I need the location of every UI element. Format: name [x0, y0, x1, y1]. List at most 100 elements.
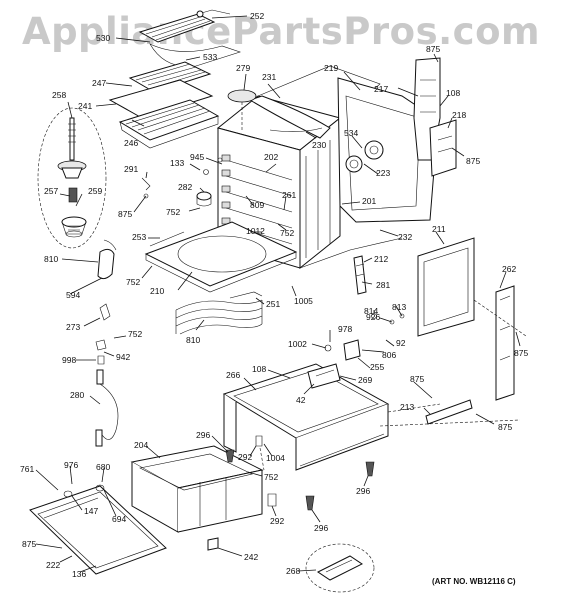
callout-212: 212: [374, 254, 388, 264]
callout-806: 806: [382, 350, 396, 360]
callout-752-e: 752: [264, 472, 278, 482]
callout-108-a: 108: [446, 88, 460, 98]
callout-875-d: 875: [514, 348, 528, 358]
back-panel: [337, 57, 457, 223]
callout-232: 232: [398, 232, 412, 242]
callout-labels: 252 530 533 247 241 246 279 231 219 875 …: [20, 11, 528, 579]
callout-42: 42: [296, 395, 306, 405]
callout-213: 213: [400, 402, 414, 412]
callout-242: 242: [244, 552, 258, 562]
callout-530: 530: [96, 33, 110, 43]
callout-534: 534: [344, 128, 358, 138]
callout-223: 223: [376, 168, 390, 178]
callout-810-a: 810: [44, 254, 58, 264]
callout-978: 978: [338, 324, 352, 334]
callout-945: 945: [190, 152, 204, 162]
callout-752-c: 752: [126, 277, 140, 287]
callout-942: 942: [116, 352, 130, 362]
callout-266: 266: [226, 370, 240, 380]
callout-976: 976: [64, 460, 78, 470]
callout-296-a: 296: [196, 430, 210, 440]
callout-809: 809: [250, 200, 264, 210]
callout-875-b: 875: [466, 156, 480, 166]
callout-875-g: 875: [22, 539, 36, 549]
callout-281: 281: [376, 280, 390, 290]
rear-panel: [417, 237, 515, 425]
callout-292-a: 292: [238, 452, 252, 462]
callout-296-c: 296: [314, 523, 328, 533]
callout-875-f: 875: [498, 422, 512, 432]
callout-279: 279: [236, 63, 250, 73]
callout-201: 201: [362, 196, 376, 206]
callout-217: 217: [374, 84, 388, 94]
latch-and-sensor-parts: [95, 239, 119, 447]
callout-810-b: 810: [186, 335, 200, 345]
callout-219: 219: [324, 63, 338, 73]
callout-252: 252: [250, 11, 264, 21]
callout-147: 147: [84, 506, 98, 516]
convection-fan-assembly: [37, 107, 107, 249]
callout-273: 273: [66, 322, 80, 332]
oven-racks: [108, 61, 220, 149]
callout-926: 926: [366, 312, 380, 322]
bake-element: [175, 291, 263, 335]
callout-875-c: 875: [118, 209, 132, 219]
bake-cover-plate: [144, 221, 298, 293]
callout-251: 251: [266, 299, 280, 309]
callout-253: 253: [132, 232, 146, 242]
callout-92: 92: [396, 338, 406, 348]
callout-875-a: 875: [426, 44, 440, 54]
callout-262: 262: [502, 264, 516, 274]
art-number: (ART NO. WB12116 C): [432, 577, 516, 586]
drawer-support-frame: [222, 363, 390, 471]
callout-752-b: 752: [280, 228, 294, 238]
callout-241: 241: [78, 101, 92, 111]
callout-594: 594: [66, 290, 80, 300]
side-bracket: [324, 255, 405, 361]
callout-108-b: 108: [252, 364, 266, 374]
callout-255: 255: [370, 362, 384, 372]
callout-268: 268: [286, 566, 300, 576]
callout-694: 694: [112, 514, 126, 524]
callout-680: 680: [96, 462, 110, 472]
callout-291: 291: [124, 164, 138, 174]
callout-210: 210: [150, 286, 164, 296]
callout-752-a: 752: [166, 207, 180, 217]
leader-lines: [35, 15, 521, 573]
callout-761: 761: [20, 464, 34, 474]
callout-998: 998: [62, 355, 76, 365]
broil-element: [138, 9, 241, 67]
callout-282: 282: [178, 182, 192, 192]
assembly-relation-lines: [259, 299, 527, 471]
callout-280: 280: [70, 390, 84, 400]
callout-296-b: 296: [356, 486, 370, 496]
callout-292-b: 292: [270, 516, 284, 526]
callout-257: 257: [44, 186, 58, 196]
callout-136: 136: [72, 569, 86, 579]
callout-533: 533: [203, 52, 217, 62]
feet-and-glides: [207, 435, 375, 593]
callout-258: 258: [52, 90, 66, 100]
callout-246: 246: [124, 138, 138, 148]
callout-247: 247: [92, 78, 106, 88]
callout-261: 261: [282, 190, 296, 200]
callout-875-e: 875: [410, 374, 424, 384]
callout-211: 211: [432, 224, 446, 234]
callout-1012: 1012: [246, 226, 265, 236]
callout-204: 204: [134, 440, 148, 450]
drawer-front-panel: [29, 484, 167, 575]
callout-1004: 1004: [266, 453, 285, 463]
callout-813: 813: [392, 302, 406, 312]
callout-231: 231: [262, 72, 276, 82]
callout-752-d: 752: [128, 329, 142, 339]
callout-259: 259: [88, 186, 102, 196]
callout-269: 269: [358, 375, 372, 385]
callout-1005: 1005: [294, 296, 313, 306]
callout-222: 222: [46, 560, 60, 570]
callout-1002: 1002: [288, 339, 307, 349]
callout-230: 230: [312, 140, 326, 150]
callout-218: 218: [452, 110, 466, 120]
callout-133: 133: [170, 158, 184, 168]
